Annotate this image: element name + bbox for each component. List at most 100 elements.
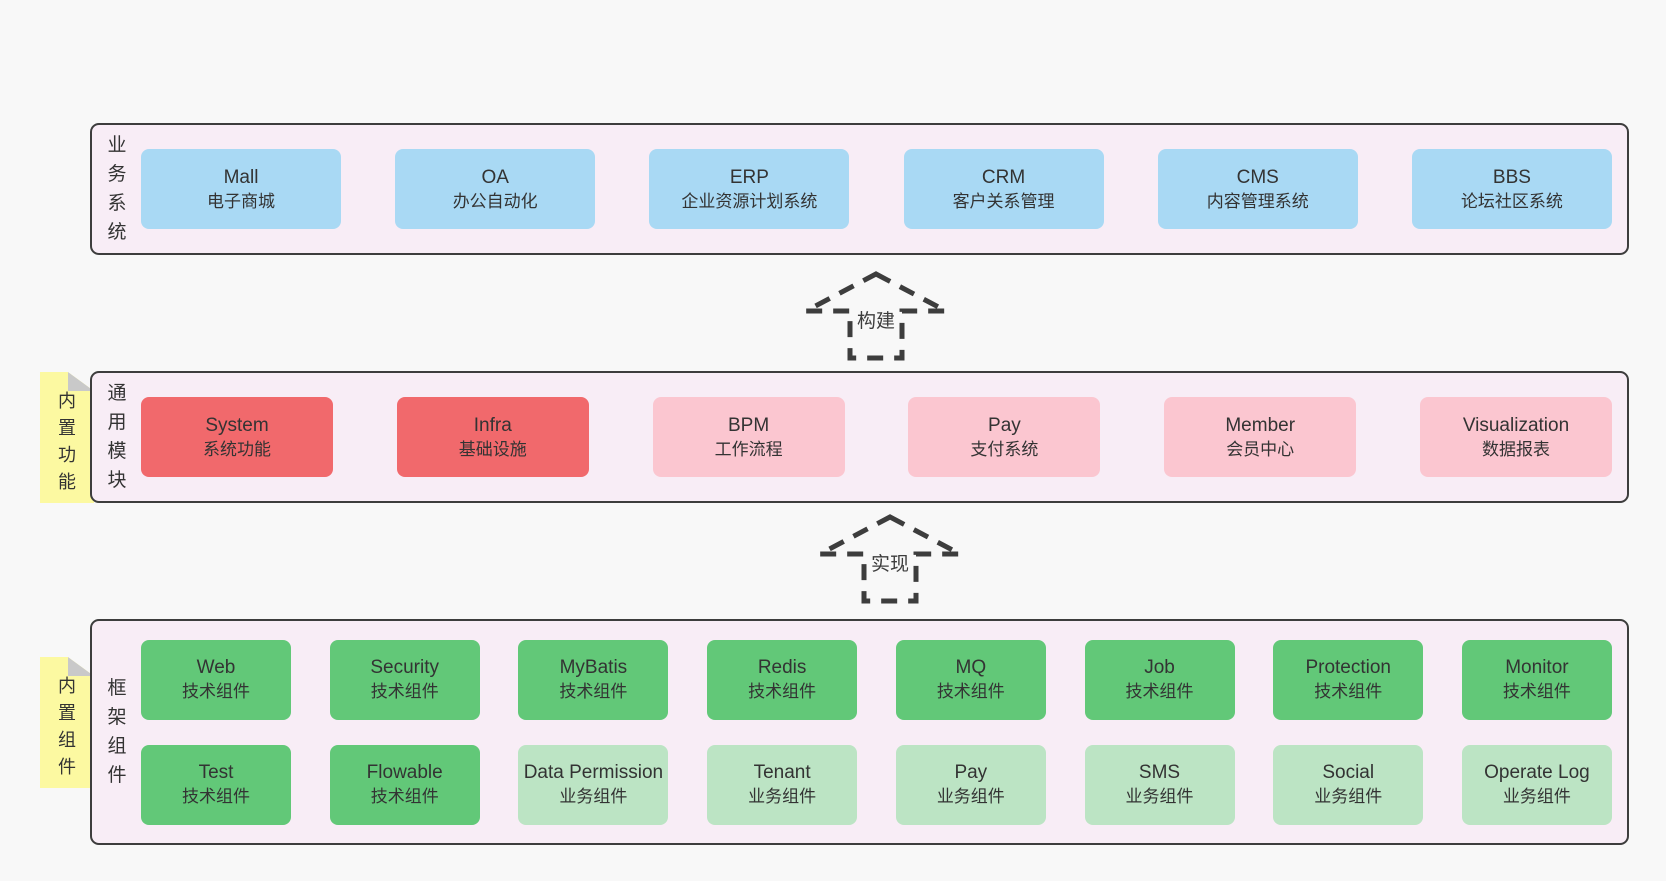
box-flowable: Flowable 技术组件 — [329, 744, 480, 825]
box-subtitle: 技术组件 — [370, 682, 439, 701]
box-title: Visualization — [1462, 414, 1570, 436]
box-subtitle: 内容管理系统 — [1206, 191, 1309, 211]
box-subtitle: 技术组件 — [182, 787, 250, 806]
box-pay-component: Pay 业务组件 — [895, 744, 1046, 825]
box-oa: OA 办公自动化 — [395, 149, 596, 229]
box-subtitle: 工作流程 — [714, 439, 783, 459]
box-title: CRM — [981, 166, 1026, 188]
box-title: BBS — [1492, 166, 1531, 188]
box-subtitle: 技术组件 — [370, 787, 439, 806]
box-subtitle: 支付系统 — [970, 439, 1039, 459]
box-test: Test 技术组件 — [141, 744, 291, 825]
box-member: Member 会员中心 — [1164, 397, 1357, 477]
box-monitor: Monitor 技术组件 — [1461, 639, 1612, 720]
layer-side-label: 框架组件 — [107, 678, 127, 786]
sticky-note-label: 内置功能 — [58, 391, 76, 492]
box-sms: SMS 业务组件 — [1084, 744, 1235, 825]
box-title: System — [205, 414, 269, 436]
box-title: Data Permission — [523, 762, 664, 783]
box-subtitle: 业务组件 — [559, 787, 628, 806]
box-subtitle: 电子商城 — [207, 191, 275, 211]
box-title: Protection — [1305, 657, 1391, 678]
box-title: Social — [1322, 762, 1375, 783]
box-subtitle: 技术组件 — [559, 682, 628, 701]
sticky-note-builtin-components: 内置组件 — [40, 657, 94, 788]
box-title: Operate Log — [1484, 762, 1590, 783]
box-title: Pay — [954, 762, 988, 783]
box-operate-log: Operate Log 业务组件 — [1461, 744, 1612, 825]
box-subtitle: 办公自动化 — [452, 191, 538, 211]
box-subtitle: 业务组件 — [936, 787, 1005, 806]
box-subtitle: 企业资源计划系统 — [681, 191, 818, 211]
box-title: SMS — [1138, 762, 1181, 783]
components-row-1: Web 技术组件 Security 技术组件 MyBatis 技术组件 Redi… — [141, 639, 1612, 720]
box-data-permission: Data Permission 业务组件 — [518, 744, 669, 825]
box-cms: CMS 内容管理系统 — [1157, 149, 1358, 229]
box-title: CMS — [1236, 166, 1279, 188]
box-visualization: Visualization 数据报表 — [1419, 397, 1612, 477]
arrow-label: 构建 — [853, 306, 899, 333]
box-bbs: BBS 论坛社区系统 — [1411, 149, 1612, 229]
up-block-arrow-icon — [818, 514, 962, 604]
box-erp: ERP 企业资源计划系统 — [649, 149, 850, 229]
box-title: MyBatis — [559, 657, 628, 678]
box-redis: Redis 技术组件 — [707, 639, 858, 720]
box-mybatis: MyBatis 技术组件 — [518, 639, 669, 720]
components-row-2: Test 技术组件 Flowable 技术组件 Data Permission … — [141, 744, 1612, 825]
box-title: Flowable — [366, 762, 443, 783]
box-mall: Mall 电子商城 — [141, 149, 341, 229]
box-title: Monitor — [1505, 657, 1569, 678]
box-subtitle: 论坛社区系统 — [1460, 191, 1563, 211]
arrow-label: 实现 — [867, 549, 913, 576]
arrow-implement: 实现 — [816, 513, 964, 605]
box-subtitle: 数据报表 — [1481, 439, 1550, 459]
box-subtitle: 客户关系管理 — [952, 191, 1055, 211]
box-subtitle: 基础设施 — [458, 439, 527, 459]
layer-business-systems: 业务系统 Mall 电子商城 OA 办公自动化 ERP 企业资源计划系统 CRM… — [90, 123, 1629, 255]
box-title: Pay — [988, 414, 1021, 436]
box-subtitle: 会员中心 — [1226, 439, 1295, 459]
box-system: System 系统功能 — [141, 397, 333, 477]
layer-side-label: 通用模块 — [107, 383, 127, 491]
box-title: OA — [481, 166, 509, 188]
box-subtitle: 技术组件 — [1125, 682, 1194, 701]
up-block-arrow-icon — [804, 271, 948, 361]
box-title: Infra — [473, 414, 512, 436]
layer-common-modules: 通用模块 System 系统功能 Infra 基础设施 BPM 工作流程 Pay… — [90, 371, 1629, 503]
box-title: Member — [1225, 414, 1296, 436]
box-title: Test — [198, 762, 234, 783]
box-title: Mall — [223, 166, 259, 188]
box-title: MQ — [955, 657, 987, 678]
box-subtitle: 技术组件 — [1502, 682, 1571, 701]
box-subtitle: 技术组件 — [1314, 682, 1383, 701]
box-title: Job — [1144, 657, 1175, 678]
modules-box-row: System 系统功能 Infra 基础设施 BPM 工作流程 Pay 支付系统… — [141, 397, 1612, 477]
box-crm: CRM 客户关系管理 — [903, 149, 1104, 229]
business-box-row: Mall 电子商城 OA 办公自动化 ERP 企业资源计划系统 CRM 客户关系… — [141, 149, 1612, 229]
box-subtitle: 业务组件 — [1314, 787, 1383, 806]
box-title: Tenant — [753, 762, 811, 783]
box-title: BPM — [728, 414, 770, 436]
box-subtitle: 技术组件 — [748, 682, 817, 701]
box-subtitle: 技术组件 — [936, 682, 1005, 701]
layer-framework-components: 框架组件 Web 技术组件 Security 技术组件 MyBatis 技术组件… — [90, 619, 1629, 845]
box-title: ERP — [729, 166, 769, 188]
box-job: Job 技术组件 — [1084, 639, 1235, 720]
box-web: Web 技术组件 — [141, 639, 291, 720]
box-pay-module: Pay 支付系统 — [908, 397, 1101, 477]
sticky-note-label: 内置组件 — [58, 676, 76, 777]
box-subtitle: 业务组件 — [1502, 787, 1571, 806]
layer-side-label: 业务系统 — [107, 135, 127, 243]
sticky-note-builtin-features: 内置功能 — [40, 372, 94, 503]
box-social: Social 业务组件 — [1273, 744, 1424, 825]
box-title: Redis — [757, 657, 807, 678]
box-security: Security 技术组件 — [329, 639, 480, 720]
arrow-build: 构建 — [802, 270, 950, 362]
components-rows: Web 技术组件 Security 技术组件 MyBatis 技术组件 Redi… — [141, 639, 1612, 825]
box-subtitle: 系统功能 — [203, 439, 271, 459]
box-mq: MQ 技术组件 — [895, 639, 1046, 720]
box-bpm: BPM 工作流程 — [652, 397, 845, 477]
box-tenant: Tenant 业务组件 — [707, 744, 858, 825]
box-protection: Protection 技术组件 — [1273, 639, 1424, 720]
